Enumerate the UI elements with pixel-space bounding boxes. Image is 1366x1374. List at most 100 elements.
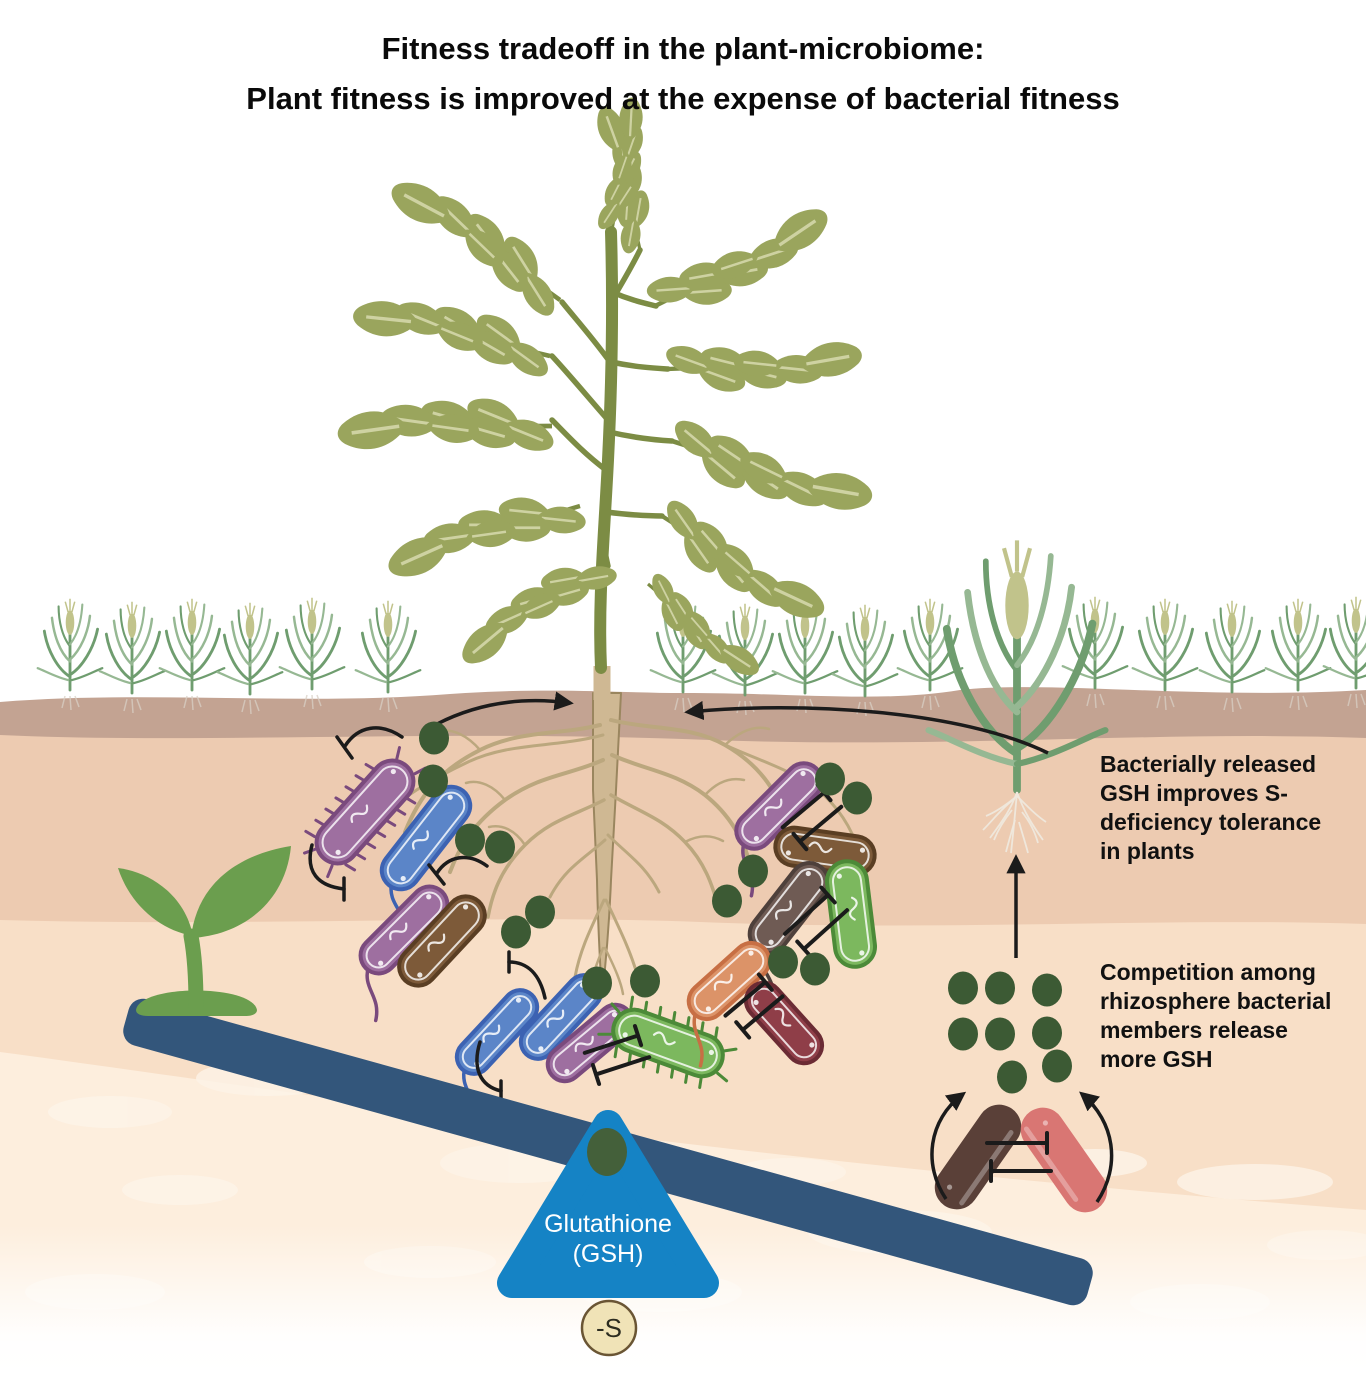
sprout-fine-roots — [123, 698, 142, 714]
wheat-sprout — [278, 597, 346, 691]
figure-title-line2: Plant fitness is improved at the expense… — [246, 81, 1120, 116]
mutual-inhibition-symbol — [782, 885, 850, 959]
sprout-fine-roots — [1156, 695, 1175, 711]
competition-arrow-left — [930, 1091, 967, 1200]
mutual-inhibition-symbol — [985, 1131, 1053, 1183]
wheat-sprout — [1322, 596, 1366, 690]
lateral-root — [606, 833, 661, 894]
sprout-fine-roots — [921, 695, 940, 711]
gsh-molecule — [997, 1060, 1027, 1094]
fulcrum-label-line2: (GSH) — [573, 1240, 644, 1268]
soil-band-top — [0, 687, 1366, 743]
gsh-molecule — [985, 1017, 1015, 1051]
soil-band-mid — [0, 733, 1366, 926]
competition-arrows — [930, 854, 1114, 1203]
wheat-sprout — [158, 598, 226, 692]
tomato-compound-leaf — [598, 97, 643, 231]
tomato-branch — [609, 289, 659, 309]
tomato-main-stem — [594, 226, 618, 674]
inhibition-arrow — [335, 726, 404, 760]
wheat-sprout — [36, 598, 104, 692]
tall-wheat-plant — [925, 540, 1109, 794]
tomato-compound-leaf — [337, 398, 554, 451]
rhizosphere-bacteria — [302, 746, 1108, 1213]
lateral-root — [573, 898, 606, 979]
mutual-inhibition-symbol — [582, 1024, 652, 1086]
gsh-molecule — [1032, 973, 1062, 1007]
wheat-sprout — [1198, 600, 1266, 694]
gsh-molecule — [815, 762, 845, 796]
wheat-field — [36, 540, 1366, 794]
gsh-molecule — [712, 884, 742, 918]
gsh-molecule — [948, 971, 978, 1005]
tomato-compound-leaf — [353, 301, 551, 377]
soil-blob — [48, 1096, 172, 1128]
tomato-branch — [549, 353, 611, 423]
bacterium-green-spiky — [597, 995, 738, 1090]
wheat-sprout — [896, 598, 964, 692]
gsh-molecule — [842, 781, 872, 815]
annotation-competition: Competition among rhizosphere bacterial … — [1100, 959, 1332, 1072]
sprout-fine-roots — [379, 697, 398, 713]
gsh-molecule — [501, 915, 531, 949]
lateral-root — [604, 898, 639, 976]
tomato-compound-leaf — [388, 497, 586, 577]
wheat-sprout — [1061, 596, 1129, 690]
lateral-root — [603, 946, 625, 996]
gsh-molecules — [418, 721, 1072, 1094]
sulfur-badge-circle — [580, 1299, 638, 1357]
tomato-compound-leaf — [462, 560, 617, 664]
sulfur-badge: -S — [580, 1299, 638, 1357]
gsh-flow-arrows — [436, 691, 1049, 755]
tomato-branch — [549, 417, 609, 473]
gsh-molecule — [582, 966, 612, 1000]
soil-blob — [122, 1175, 238, 1205]
fine-root — [1018, 821, 1029, 854]
tomato-compound-leaf — [671, 420, 873, 510]
lateral-root — [487, 825, 527, 847]
annotation-bacterial-gsh: Bacterially released GSH improves S- def… — [1100, 751, 1322, 864]
wheat-sprout — [216, 602, 284, 696]
gsh-molecule — [1042, 1049, 1072, 1083]
figure-title-line1: Fitness tradeoff in the plant-microbiome… — [381, 31, 985, 66]
wheat-sprout — [98, 601, 166, 695]
gsh-molecule — [455, 823, 485, 857]
bacterium-orange — [686, 940, 772, 1068]
inhibition-arrow — [507, 950, 547, 1000]
fine-root — [1005, 819, 1016, 853]
seedling-stem — [183, 928, 204, 1014]
wheat-sprout — [831, 604, 899, 698]
sprout-fine-roots — [1223, 697, 1242, 713]
tall-wheat-fine-roots — [982, 791, 1047, 854]
wheat-sprout — [1131, 598, 1199, 692]
lateral-root — [683, 835, 725, 844]
fulcrum-label-line1: Glutathione — [544, 1210, 672, 1238]
sulfur-badge-label: -S — [596, 1313, 622, 1343]
fine-root — [985, 795, 1018, 817]
lateral-root — [464, 780, 507, 802]
inhibition-arrow — [427, 855, 489, 886]
fine-root — [993, 809, 1013, 841]
competition-arrow-right — [1079, 1091, 1114, 1203]
lateral-root — [548, 838, 607, 899]
sprout-fine-roots — [1086, 693, 1105, 709]
gsh-molecule — [419, 721, 449, 755]
lateral-root — [703, 777, 746, 797]
bacterium-pink — [1020, 1107, 1108, 1213]
lateral-root — [723, 726, 771, 747]
sprout-fine-roots — [1289, 695, 1308, 711]
sprout-fine-roots — [61, 695, 80, 711]
wheat-sprout — [1264, 598, 1332, 692]
fulcrum-triangle — [497, 1110, 719, 1298]
gsh-molecule — [768, 945, 798, 979]
gsh-molecule — [418, 764, 448, 798]
gsh-molecule — [1032, 1016, 1062, 1050]
tomato-compound-leaf — [646, 209, 828, 308]
tomato-plant — [337, 97, 873, 700]
mutual-inhibition-symbol — [723, 972, 785, 1040]
seedling-leaf-left — [118, 868, 193, 936]
tomato-branch — [559, 299, 613, 365]
tomato-compound-leaf — [391, 182, 562, 316]
seedling-leaf-right — [191, 846, 291, 938]
